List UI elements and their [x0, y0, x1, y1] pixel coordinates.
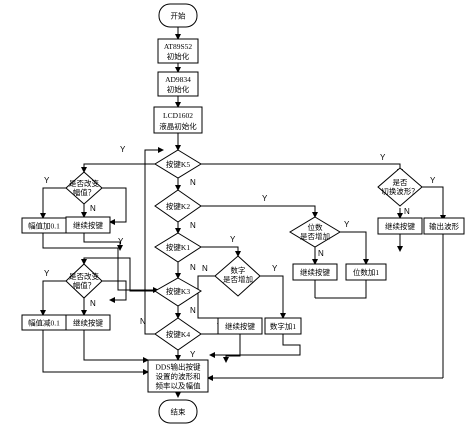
init-lcd-box: LCD1602 液晶初始化	[153, 106, 203, 134]
k3-yes-label: Y	[118, 237, 124, 246]
amp-dec-yes-label: Y	[44, 269, 50, 278]
k4-no-label: N	[140, 317, 146, 326]
digit-continue-box: 继续按键	[292, 263, 338, 281]
init-dds-line1: AD9834	[165, 75, 191, 84]
k3-label: 按键K3	[166, 286, 190, 296]
k5-right-yes-label: Y	[380, 153, 386, 162]
k1-yes-label: Y	[230, 235, 236, 244]
k2-decision: 按键K2	[154, 189, 202, 223]
num-decision: 数字 是否增加	[214, 255, 261, 297]
digit-inc-label: 位数加1	[353, 267, 379, 277]
init-dds-box: AD9834 初始化	[157, 71, 199, 97]
init-mcu-line1: AT89S52	[164, 42, 193, 51]
edge-labels: Y N Y N Y N Y N Y N N Y Y N N Y N Y Y N …	[44, 145, 436, 359]
amp-dec-box: 幅值减0.1	[21, 314, 67, 331]
amp-dec-q-line1: 是否改变	[69, 271, 99, 281]
amp-inc-yes-label: Y	[44, 176, 50, 185]
start-node: 开始	[158, 3, 198, 28]
k1-decision: 按键K1	[154, 232, 202, 263]
k5-no-label: N	[190, 178, 196, 187]
k2-yes-label: Y	[262, 194, 268, 203]
num-q-line2: 是否增加	[223, 274, 253, 284]
init-lcd-line2: 液晶初始化	[159, 121, 197, 131]
init-mcu-line2: 初始化	[167, 51, 190, 61]
amp-inc-decision: 是否改变 幅值？	[65, 171, 103, 205]
k2-label: 按键K2	[166, 201, 190, 211]
num-continue-label: 继续按键	[225, 321, 255, 331]
wave-out-box: 输出波形	[423, 217, 465, 235]
amp-inc-box: 幅值加0.1	[21, 217, 67, 234]
k1-label: 按键K1	[166, 242, 190, 252]
digit-q-line1: 位数	[308, 222, 323, 232]
digit-q-line2: 是否增加	[300, 231, 330, 241]
k4-label: 按键K4	[166, 329, 190, 339]
digit-no-label: N	[318, 249, 324, 258]
init-dds-line2: 初始化	[167, 84, 190, 94]
wave-yes-label: Y	[430, 176, 436, 185]
amp-inc-q-line2: 幅值？	[73, 187, 96, 197]
connectors	[40, 27, 446, 398]
wave-continue-label: 继续按键	[385, 221, 415, 231]
num-continue-box: 继续按键	[217, 317, 263, 335]
amp-dec-label: 幅值减0.1	[28, 318, 60, 328]
amp-inc-no-label: N	[90, 204, 96, 213]
digit-yes-label: Y	[344, 220, 350, 229]
k3-no-label: N	[190, 306, 196, 315]
num-inc-label: 数字加1	[270, 321, 296, 331]
k5-decision: 按键K5	[154, 149, 202, 179]
wave-no-label: N	[404, 207, 410, 216]
num-yes-label: Y	[272, 264, 278, 273]
end-label: 结束	[171, 407, 186, 417]
k5-label: 按键K5	[166, 159, 190, 169]
start-label: 开始	[171, 11, 186, 21]
k4-yes-label: Y	[190, 350, 196, 359]
amp-dec-continue-label: 继续按键	[73, 318, 103, 328]
k4-decision: 按键K4	[154, 317, 202, 351]
wave-q-line2: 切换波形？	[381, 186, 419, 196]
amp-inc-q-line1: 是否改变	[69, 178, 99, 188]
digit-continue-label: 继续按键	[300, 267, 330, 277]
wave-out-label: 输出波形	[429, 221, 459, 231]
k5-yes-label: Y	[120, 145, 126, 154]
amp-dec-no-label: N	[90, 299, 96, 308]
dds-output-line2: 设置的波形和	[156, 371, 201, 381]
k2-no-label: N	[190, 221, 196, 230]
amp-dec-q-line2: 幅值？	[73, 280, 96, 290]
num-no-label: N	[202, 264, 208, 273]
dds-output-line1: DDS输出按键	[155, 362, 201, 372]
wave-decision: 是否 切换波形？	[377, 167, 423, 207]
amp-dec-decision: 是否改变 幅值？	[65, 263, 103, 299]
wave-q-line1: 是否	[393, 178, 408, 187]
digit-decision: 位数 是否增加	[289, 216, 341, 248]
amp-dec-continue-box: 继续按键	[65, 314, 111, 331]
num-inc-box: 数字加1	[264, 317, 302, 335]
digit-inc-box: 位数加1	[345, 263, 387, 281]
dds-output-line3: 频率以及幅值	[156, 381, 201, 391]
amp-inc-label: 幅值加0.1	[28, 221, 60, 231]
init-mcu-box: AT89S52 初始化	[157, 38, 199, 64]
wave-continue-box: 继续按键	[377, 217, 423, 235]
dds-output-box: DDS输出按键 设置的波形和 频率以及幅值	[147, 359, 209, 393]
end-node: 结束	[158, 399, 198, 424]
amp-inc-continue-label: 继续按键	[73, 220, 103, 230]
num-q-line1: 数字	[231, 265, 246, 275]
init-lcd-line1: LCD1602	[163, 111, 193, 120]
amp-inc-continue-box: 继续按键	[65, 216, 111, 234]
k1-no-label: N	[190, 263, 196, 272]
k3-decision: 按键K3	[154, 277, 202, 307]
